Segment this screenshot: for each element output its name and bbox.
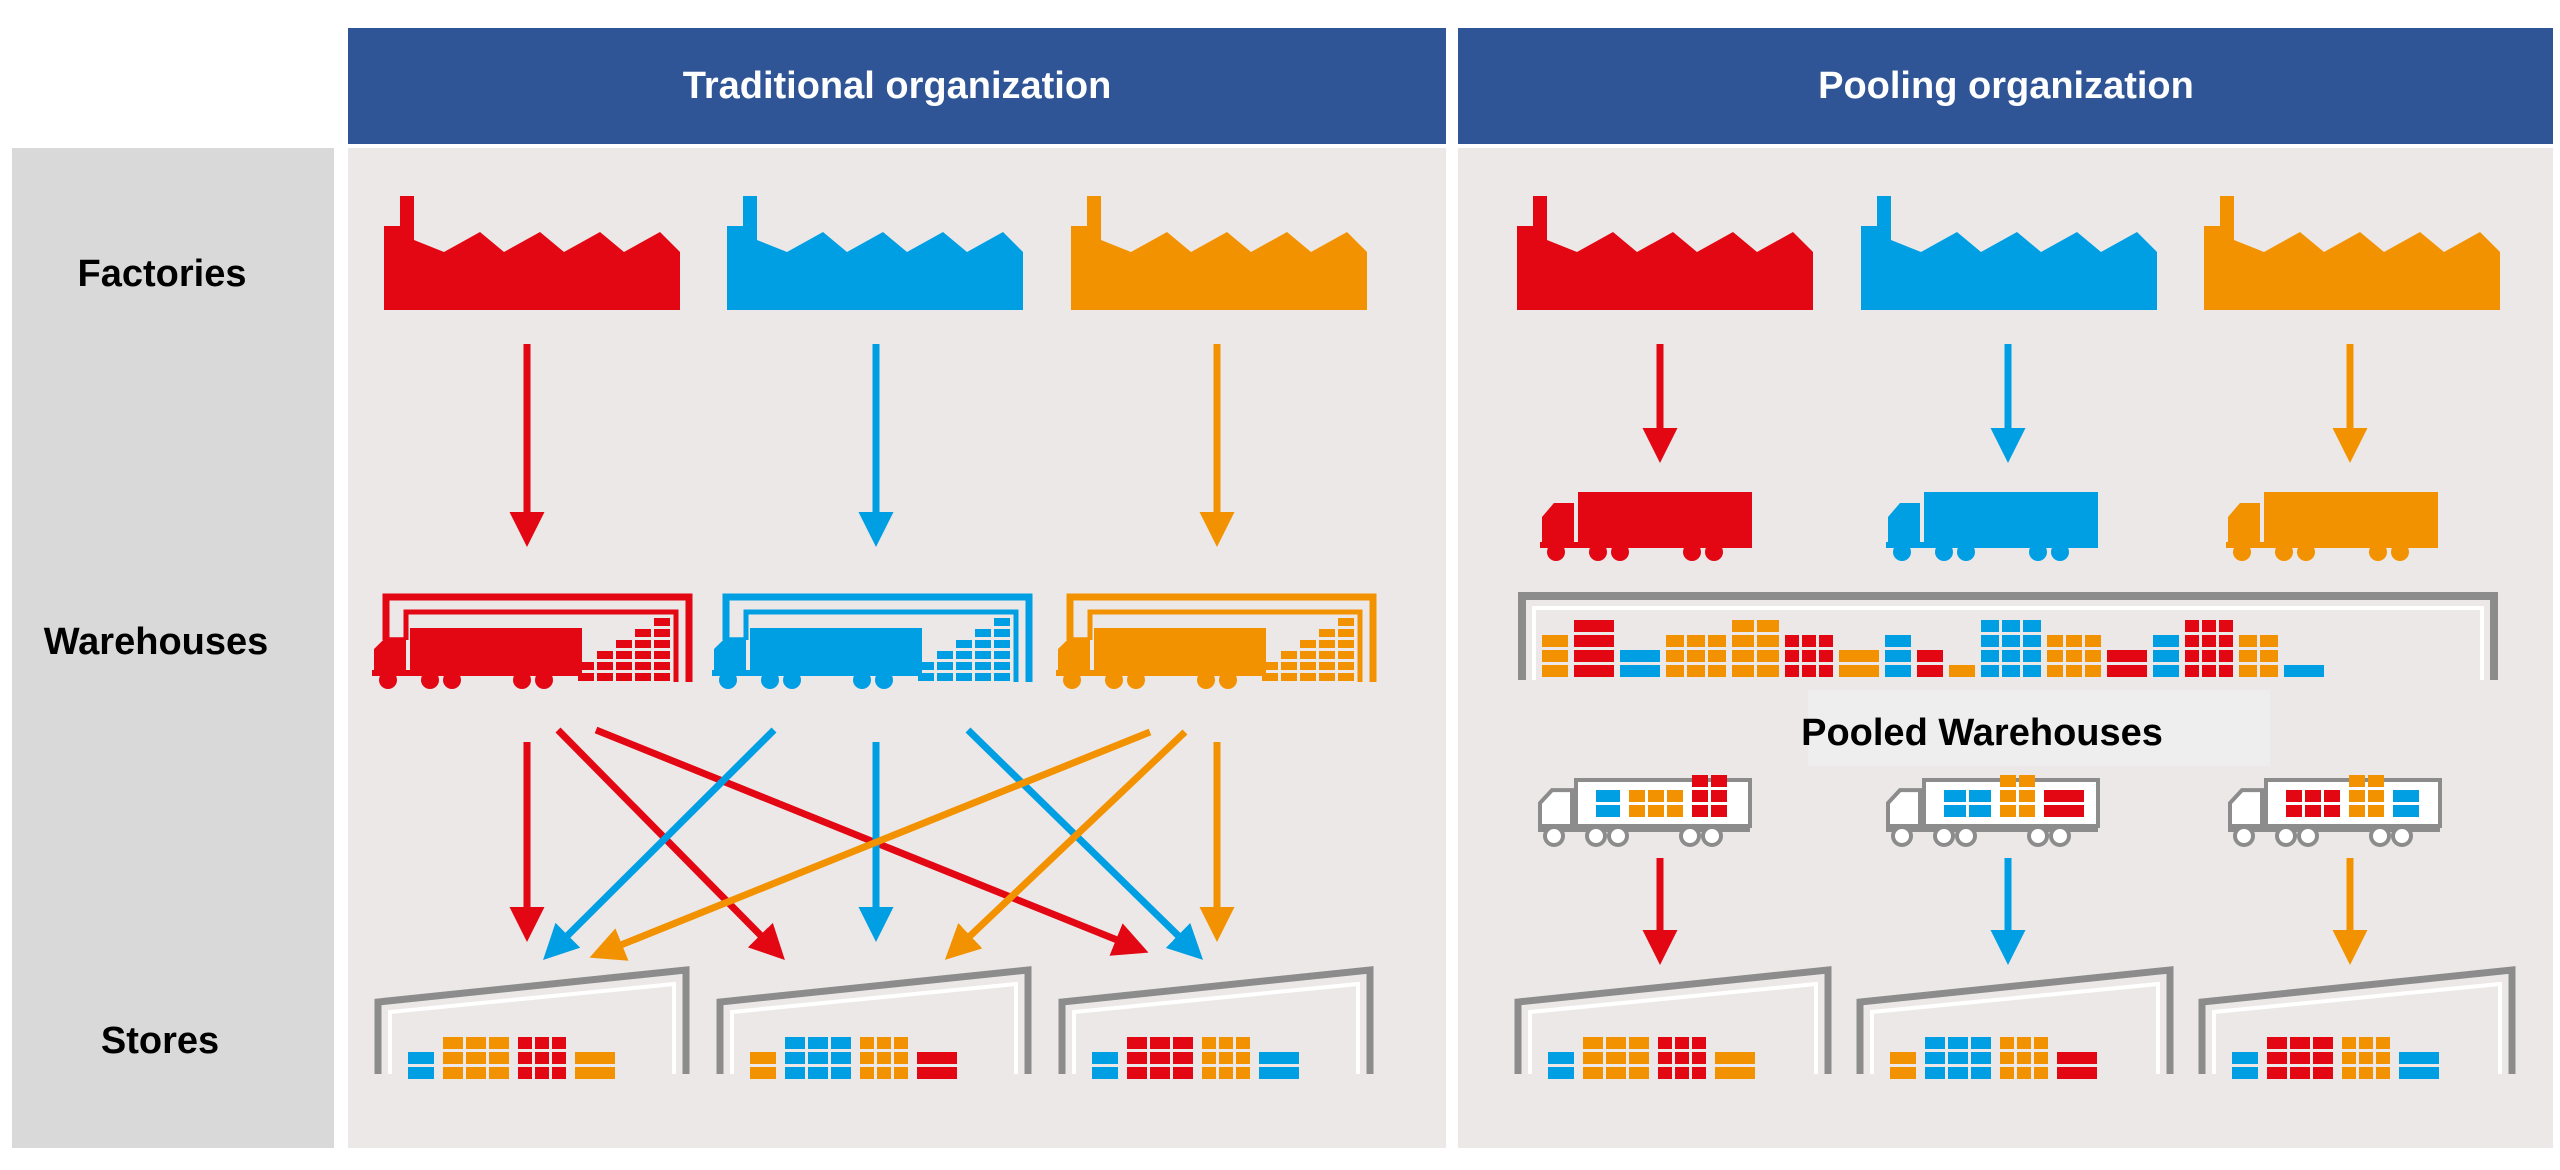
box-stack-icon [1925, 1037, 1991, 1079]
box-stack-icon [917, 1052, 957, 1079]
box-stack-icon [1583, 1037, 1649, 1079]
box-stack-icon [1732, 620, 1779, 677]
row-label-stores: Stores [101, 1020, 219, 1062]
box-stack-icon [1839, 650, 1879, 677]
truck-icon-red [1540, 492, 1752, 561]
factory-icon-red [384, 196, 680, 310]
warehouse-icon-red [382, 593, 693, 682]
store-icon-2 [1856, 966, 2174, 1079]
box-stack-icon [1981, 620, 2041, 677]
box-stack-icon [575, 1052, 615, 1079]
truck-icon [1056, 628, 1266, 689]
box-stack-icon [2000, 775, 2035, 817]
arrow-icon [555, 727, 785, 960]
box-stack-icon [860, 1037, 908, 1079]
factory-icon-blue [1861, 196, 2157, 310]
box-stack-icon [750, 1052, 776, 1079]
box-stack-icon [1666, 635, 1726, 677]
box-stack-icon [1944, 790, 1991, 817]
box-stack-icon [2393, 790, 2419, 817]
factory-icon-red [1517, 196, 1813, 310]
truck-icon [372, 628, 582, 689]
arrow-icon [543, 727, 777, 960]
box-stack-icon [1885, 635, 1911, 677]
box-stack-icon [2185, 620, 2233, 677]
truck-icon-orange [2226, 492, 2438, 561]
arrow-icon [965, 727, 1204, 960]
box-stack-icon [2267, 1037, 2333, 1079]
box-stack-icon [1715, 1052, 1755, 1079]
box-stack-icon [1949, 665, 1975, 677]
box-stack-icon [1092, 1052, 1118, 1079]
box-stack-icon [1692, 775, 1727, 817]
factory-icon-orange [1071, 196, 1367, 310]
box-stack-icon [1262, 618, 1354, 681]
store-icon-1 [374, 966, 690, 1079]
box-stack-icon [1917, 650, 1943, 677]
box-stack-icon [2239, 635, 2278, 677]
box-stack-icon [1620, 650, 1660, 677]
box-stack-icon [1890, 1052, 1916, 1079]
row-label-warehouses: Warehouses [44, 621, 269, 663]
traditional-header: Traditional organization [348, 28, 1446, 144]
pooling-header: Pooling organization [1458, 28, 2553, 144]
arrow-icon [594, 726, 1149, 956]
box-stack-icon [2153, 635, 2179, 677]
store-icon-3 [1058, 966, 1374, 1079]
box-stack-icon [2286, 790, 2340, 817]
box-stack-icon [2044, 790, 2084, 817]
box-stack-icon [518, 1037, 566, 1079]
box-stack-icon [2107, 650, 2147, 677]
truck-icon-mixed-1 [1538, 775, 1752, 847]
factory-icon-blue [727, 196, 1023, 310]
box-stack-icon [1629, 790, 1683, 817]
store-icon-2 [716, 966, 1032, 1079]
box-stack-icon [1542, 635, 1568, 677]
factory-icon-orange [2204, 196, 2500, 310]
box-stack-icon [1259, 1052, 1299, 1079]
arrow-icon [589, 728, 1152, 961]
truck-icon-mixed-2 [1886, 775, 2100, 847]
warehouse-icon-orange [1066, 593, 1377, 682]
truck-icon-mixed-3 [2228, 775, 2442, 847]
box-stack-icon [2284, 665, 2324, 677]
box-stack-icon [785, 1037, 851, 1079]
box-stack-icon [2349, 775, 2384, 817]
traditional-header-title: Traditional organization [683, 65, 1112, 107]
row-label-factories: Factories [78, 253, 247, 295]
store-icon-1 [1514, 966, 1832, 1079]
box-stack-icon [1127, 1037, 1193, 1079]
box-stack-icon [578, 618, 670, 681]
pooling-header-title: Pooling organization [1818, 65, 2194, 107]
store-icon-3 [2198, 966, 2516, 1079]
box-stack-icon [1596, 790, 1620, 817]
box-stack-icon [1658, 1037, 1706, 1079]
pooled-warehouse-icon [1518, 592, 2498, 680]
box-stack-icon [443, 1037, 509, 1079]
box-stack-icon [1785, 635, 1833, 677]
box-stack-icon [2047, 635, 2101, 677]
box-stack-icon [2232, 1052, 2258, 1079]
box-stack-icon [2000, 1037, 2048, 1079]
pooled-warehouses-label: Pooled Warehouses [1801, 712, 2163, 754]
box-stack-icon [2057, 1052, 2097, 1079]
truck-icon [712, 628, 922, 689]
box-stack-icon [2342, 1037, 2390, 1079]
box-stack-icon [408, 1052, 434, 1079]
arrow-icon [944, 729, 1188, 960]
box-stack-icon [2399, 1052, 2439, 1079]
box-stack-icon [1202, 1037, 1250, 1079]
box-stack-icon [918, 618, 1010, 681]
row-label-panel [12, 148, 334, 1148]
box-stack-icon [1574, 620, 1614, 677]
pooled-label-bg [1808, 690, 2270, 766]
box-stack-icon [1548, 1052, 1574, 1079]
warehouse-icon-blue [722, 593, 1033, 682]
truck-icon-blue [1886, 492, 2098, 561]
